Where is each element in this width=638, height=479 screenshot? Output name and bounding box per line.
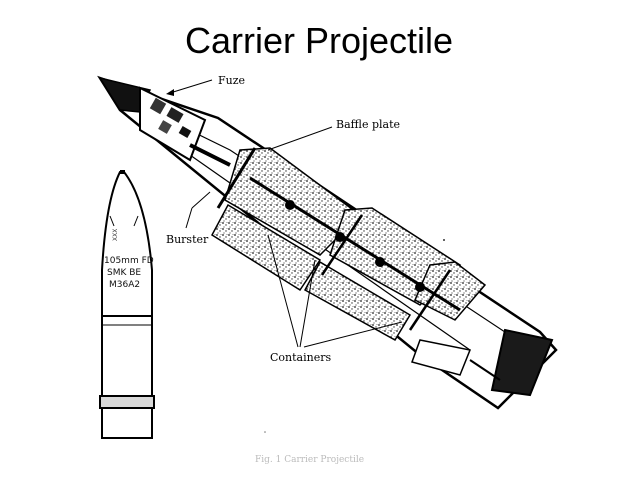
burster-label: Burster	[166, 233, 209, 246]
side-view-shell: XXX 105mm FD SMK BE M36A2	[99, 170, 155, 439]
baffle-plate-callout: Baffle plate	[267, 118, 400, 151]
containers-label: Containers	[270, 351, 331, 364]
fuze-label: Fuze	[218, 74, 245, 87]
figure-caption: Fig. 1 Carrier Projectile	[255, 455, 365, 465]
fuze-callout: Fuze	[166, 74, 245, 96]
shell-marking-line-1: 105mm FD	[104, 256, 154, 266]
slide-title: Carrier Projectile	[184, 20, 454, 61]
baffle-plate-label: Baffle plate	[336, 118, 400, 131]
containers-group	[211, 147, 487, 342]
cutaway-projectile	[97, 75, 558, 410]
containers-callout: Containers	[267, 234, 403, 364]
svg-text:XXX: XXX	[112, 229, 119, 241]
shell-marking: 105mm FD SMK BE M36A2	[104, 256, 154, 290]
burster-callout: Burster	[166, 191, 211, 246]
base-plug	[490, 328, 554, 397]
fuze-assembly	[98, 76, 231, 167]
shell-marking-line-2: SMK BE	[107, 268, 141, 278]
shell-marking-line-3: M36A2	[109, 280, 140, 290]
